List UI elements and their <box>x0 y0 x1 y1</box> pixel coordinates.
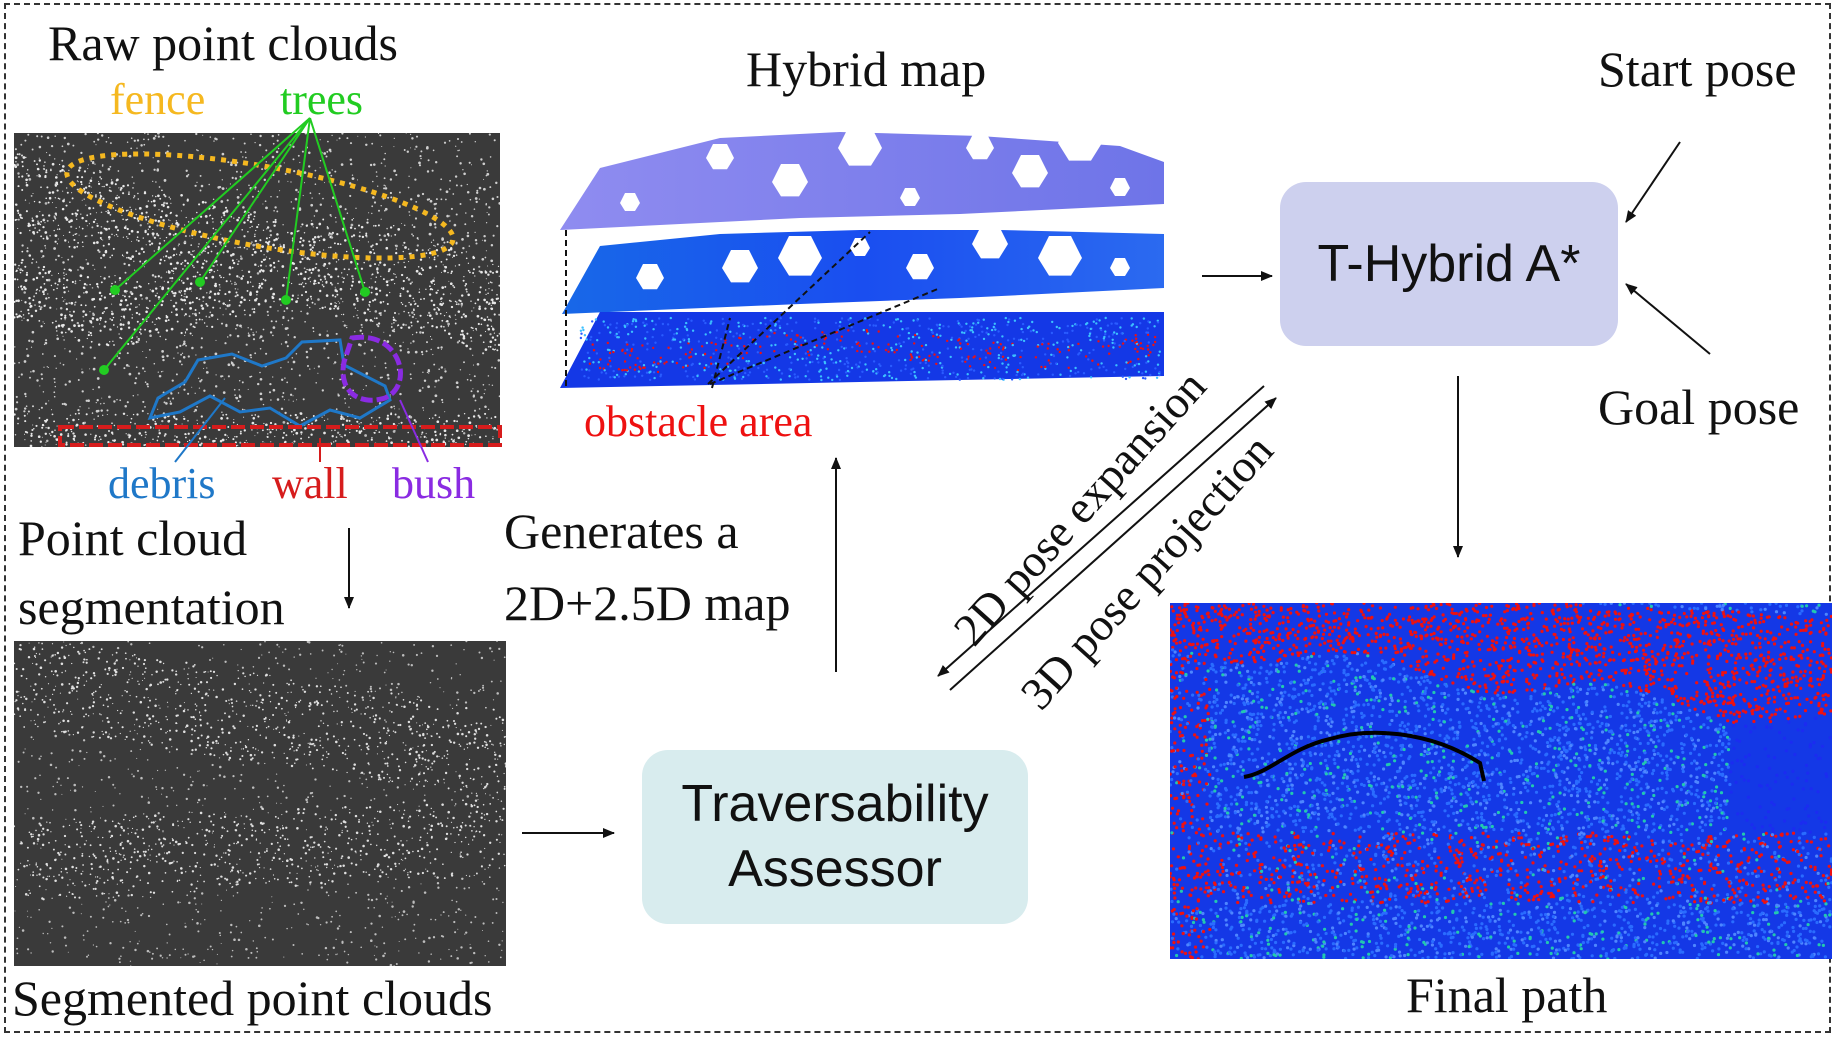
trees-arrow-2 <box>199 117 311 283</box>
trees-arrow-1 <box>114 117 311 291</box>
final-path-title: Final path <box>1406 967 1608 1023</box>
debris-label: debris <box>108 459 216 508</box>
map-hole <box>722 250 758 283</box>
segmented-point-cloud-image <box>14 641 506 966</box>
obstacle-area-label: obstacle area <box>584 397 813 446</box>
map-hole <box>778 236 822 276</box>
traversability-label-line1: Traversability <box>681 775 989 833</box>
final-path-image <box>1170 603 1832 959</box>
wall-label: wall <box>272 459 348 508</box>
debris-leader <box>174 397 226 463</box>
wall-outline <box>58 425 502 447</box>
map-hole <box>972 226 1008 259</box>
outer-dashed-frame <box>4 3 1831 1033</box>
map-hole <box>706 144 734 170</box>
map-hole <box>900 188 920 206</box>
map-hole <box>1110 178 1130 196</box>
traversability-assessor-box: Traversability Assessor <box>642 750 1028 924</box>
trees-arrow-4 <box>309 117 366 293</box>
hybrid-map-image <box>560 121 1164 389</box>
debris-outline <box>147 338 392 428</box>
trees-arrow-3 <box>285 117 311 301</box>
goal-pose-label: Goal pose <box>1598 379 1800 435</box>
hybrid-layer-25d <box>562 230 1164 314</box>
map-hole <box>850 238 870 256</box>
raw-point-cloud-image <box>14 133 500 447</box>
raw-point-clouds-title: Raw point clouds <box>48 15 398 71</box>
map-hole <box>838 126 882 166</box>
start-pose-label: Start pose <box>1598 41 1797 97</box>
planned-path-line <box>1243 730 1486 782</box>
trees-label: trees <box>280 75 364 124</box>
segmented-point-clouds-title: Segmented point clouds <box>12 970 493 1026</box>
projection-line-1 <box>707 231 871 385</box>
generates-map-line2: 2D+2.5D map <box>504 575 791 631</box>
t-hybrid-astar-label: T-Hybrid A* <box>1317 235 1581 293</box>
segmented-point-cloud-scatter <box>14 641 506 966</box>
map-hole <box>1038 236 1082 276</box>
traversability-label-line2: Assessor <box>728 840 942 898</box>
hybrid-map-title: Hybrid map <box>746 41 987 97</box>
map-hole <box>1110 258 1130 276</box>
projection-line-2 <box>709 287 941 385</box>
hybrid-layer-points <box>560 312 1164 388</box>
projection-line-3 <box>711 317 731 389</box>
trees-arrow-5 <box>103 117 311 371</box>
segmentation-label-line1: Point cloud <box>18 510 248 566</box>
map-hole <box>636 264 664 290</box>
bush-leader <box>399 399 429 463</box>
map-hole <box>1058 121 1102 161</box>
map-hole <box>966 134 994 160</box>
fence-label: fence <box>110 75 206 124</box>
bush-label: bush <box>392 459 476 508</box>
t-hybrid-astar-box: T-Hybrid A* <box>1280 182 1618 346</box>
map-hole <box>620 193 640 211</box>
bush-outline <box>340 334 403 403</box>
final-path-map <box>1170 603 1832 959</box>
map-hole <box>1012 155 1048 188</box>
generates-map-line1: Generates a <box>504 503 739 559</box>
map-hole <box>906 254 934 280</box>
map-hole <box>772 164 808 197</box>
segmentation-label-line2: segmentation <box>18 579 285 635</box>
fence-outline <box>64 151 456 261</box>
